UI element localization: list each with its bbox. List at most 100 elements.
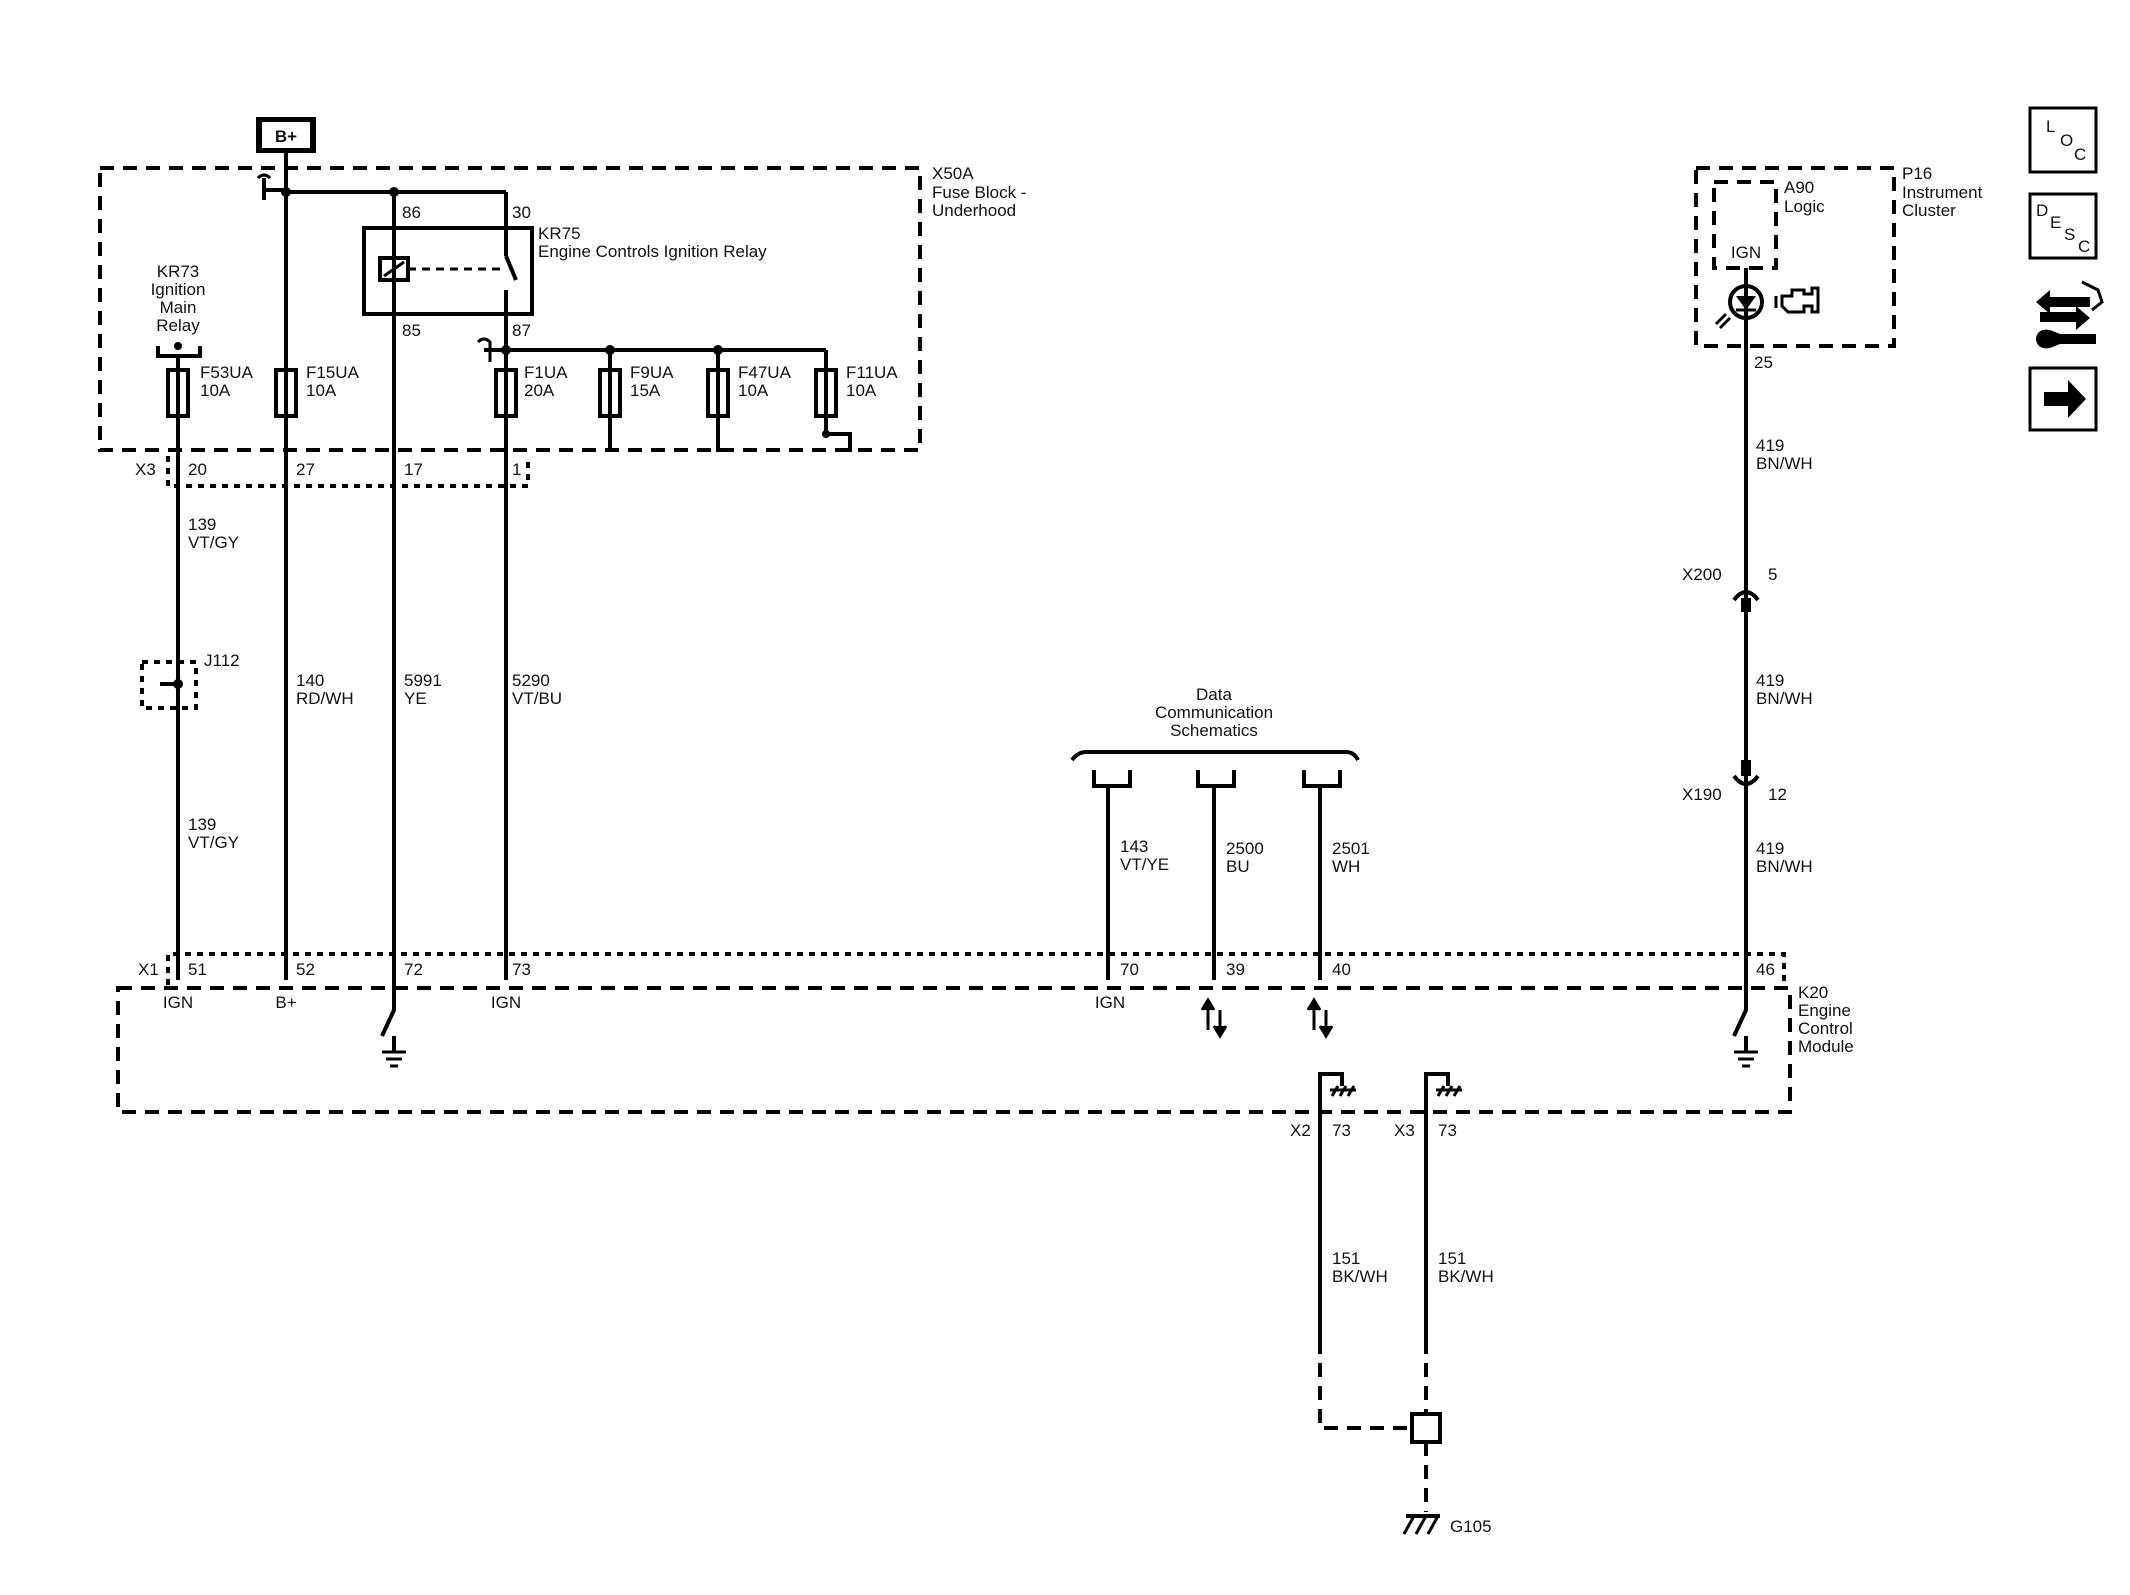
relay-kr73: KR73 Ignition Main Relay [151, 262, 206, 366]
ecm-p51-ign: IGN [163, 993, 193, 1012]
x3-pin-27: 27 [296, 460, 315, 479]
relay-kr75: 86 30 85 87 KR75 Engine Controls Ignitio… [362, 203, 767, 340]
engine-control-module-k20: X1 K20 Engine Control Module 51 52 72 73… [116, 952, 1854, 1148]
ecm-name-3: Module [1798, 1037, 1854, 1056]
connector-x190: X190 12 419 BN/WH [1682, 760, 1813, 876]
kr75-pin-87: 87 [512, 321, 531, 340]
fuse-f1ua-name: F1UA [524, 363, 568, 382]
instrument-cluster-p16: P16 Instrument Cluster A90 Logic IGN 25 … [1694, 164, 1983, 1000]
data-communication-schematics: Data Communication Schematics 143 VT/YE … [1070, 685, 1370, 980]
description-button[interactable]: D E S C [2028, 192, 2098, 260]
fuse-block-id: X50A [932, 164, 974, 183]
loc-letter-o: O [2060, 131, 2073, 150]
ecm-x3-pin: 73 [1438, 1121, 1457, 1140]
ecm-pin-46: 46 [1756, 960, 1775, 979]
ground-splice-box [1410, 1412, 1442, 1444]
w139a-circuit: 139 [188, 515, 216, 534]
fuse-f53ua-rating: 10A [200, 381, 231, 400]
data-comm-line2: Communication [1155, 703, 1273, 722]
kr75-pin-85: 85 [402, 321, 421, 340]
kr73-line2: Main [160, 298, 197, 317]
w2501-circuit: 2501 [1332, 839, 1370, 858]
fuse-f53ua: F53UA 10A [166, 363, 254, 418]
fuse-f9ua-name: F9UA [630, 363, 674, 382]
x3-pin-1: 1 [512, 460, 521, 479]
ecm-x3-label: X3 [1394, 1121, 1415, 1140]
fuse-block-name-1: Fuse Block - [932, 183, 1026, 202]
wire-5290: 5290 VT/BU [512, 671, 562, 708]
ecm-pin-52: 52 [296, 960, 315, 979]
fuse-f47ua-name: F47UA [738, 363, 792, 382]
cluster-name-2: Cluster [1902, 201, 1956, 220]
ecm-id: K20 [1798, 983, 1828, 1002]
w5290-color: VT/BU [512, 689, 562, 708]
w143-circuit: 143 [1120, 837, 1148, 856]
ground-wires-151: 151 BK/WH 151 BK/WH [1318, 1148, 1494, 1512]
w151b-color: BK/WH [1438, 1267, 1494, 1286]
cluster-name-1: Instrument [1902, 183, 1983, 202]
logic-name: Logic [1784, 197, 1825, 216]
kr75-name: Engine Controls Ignition Relay [538, 242, 767, 261]
w140-circuit: 140 [296, 671, 324, 690]
splice-j112-label: J112 [204, 651, 240, 670]
data-comm-line1: Data [1196, 685, 1232, 704]
desc-letter-e: E [2050, 213, 2061, 232]
location-button[interactable]: L O C [2028, 106, 2098, 174]
diagnostic-repair-button[interactable] [2036, 280, 2104, 349]
fuse-f53ua-name: F53UA [200, 363, 254, 382]
kr75-id: KR75 [538, 224, 581, 243]
fuse-f15ua-rating: 10A [306, 381, 337, 400]
data-comm-line3: Schematics [1170, 721, 1258, 740]
ecm-internal-ground-x3 [1424, 1072, 1450, 1148]
wrench-icon [2036, 329, 2096, 349]
arrow-right-icon [2044, 380, 2086, 418]
ecm-pin-73: 73 [512, 960, 531, 979]
ecm-name-2: Control [1798, 1019, 1853, 1038]
x200-pin: 5 [1768, 565, 1777, 584]
fuse-f9ua: F9UA 15A [598, 350, 674, 452]
ecm-x2-label: X2 [1290, 1121, 1311, 1140]
x3-label: X3 [135, 460, 156, 479]
w419c-circuit: 419 [1756, 839, 1784, 858]
kr75-pin-30: 30 [512, 203, 531, 222]
ecm-pin-40: 40 [1332, 960, 1351, 979]
connector-swap-icon [2036, 280, 2104, 330]
w419b-circuit: 419 [1756, 671, 1784, 690]
w151b-circuit: 151 [1438, 1249, 1466, 1268]
kr73-line1: Ignition [151, 280, 206, 299]
check-engine-icon [1774, 286, 1820, 314]
fuse-f11ua-name: F11UA [846, 363, 898, 382]
next-button[interactable] [2028, 366, 2098, 432]
w143-color: VT/YE [1120, 855, 1169, 874]
fuse-f47ua-rating: 10A [738, 381, 769, 400]
w5991-color: YE [404, 689, 427, 708]
battery-positive-symbol: B+ [256, 117, 316, 168]
fuse-f15ua-name: F15UA [306, 363, 360, 382]
w2500-color: BU [1226, 857, 1250, 876]
logic-id: A90 [1784, 178, 1814, 197]
w139a-color: VT/GY [188, 533, 239, 552]
w151a-color: BK/WH [1332, 1267, 1388, 1286]
loc-letter-l: L [2046, 117, 2055, 136]
x3-pin-20: 20 [188, 460, 207, 479]
w151a-circuit: 151 [1332, 1249, 1360, 1268]
x190-label: X190 [1682, 785, 1722, 804]
b-plus-bus [256, 168, 508, 980]
ecm-switch-72 [380, 980, 396, 1052]
w139b-color: VT/GY [188, 833, 239, 852]
w2501-color: WH [1332, 857, 1360, 876]
w419a-circuit: 419 [1756, 436, 1784, 455]
ecm-pin-70: 70 [1120, 960, 1139, 979]
w139b-circuit: 139 [188, 815, 216, 834]
connector-x200: X200 5 419 BN/WH [1682, 565, 1813, 708]
fuse-block-x50a: X50A Fuse Block - Underhood [98, 164, 1026, 452]
x3-pin-17: 17 [404, 460, 423, 479]
logic-ign: IGN [1731, 243, 1761, 262]
ecm-pin-51: 51 [188, 960, 207, 979]
ecm-pin-72: 72 [404, 960, 423, 979]
ecm-p73-ign: IGN [491, 993, 521, 1012]
w2500-circuit: 2500 [1226, 839, 1264, 858]
ecm-x2-pin: 73 [1332, 1121, 1351, 1140]
bidirectional-arrow-icon-39 [1200, 997, 1228, 1039]
fuse-f11ua: F11UA 10A [814, 350, 898, 452]
